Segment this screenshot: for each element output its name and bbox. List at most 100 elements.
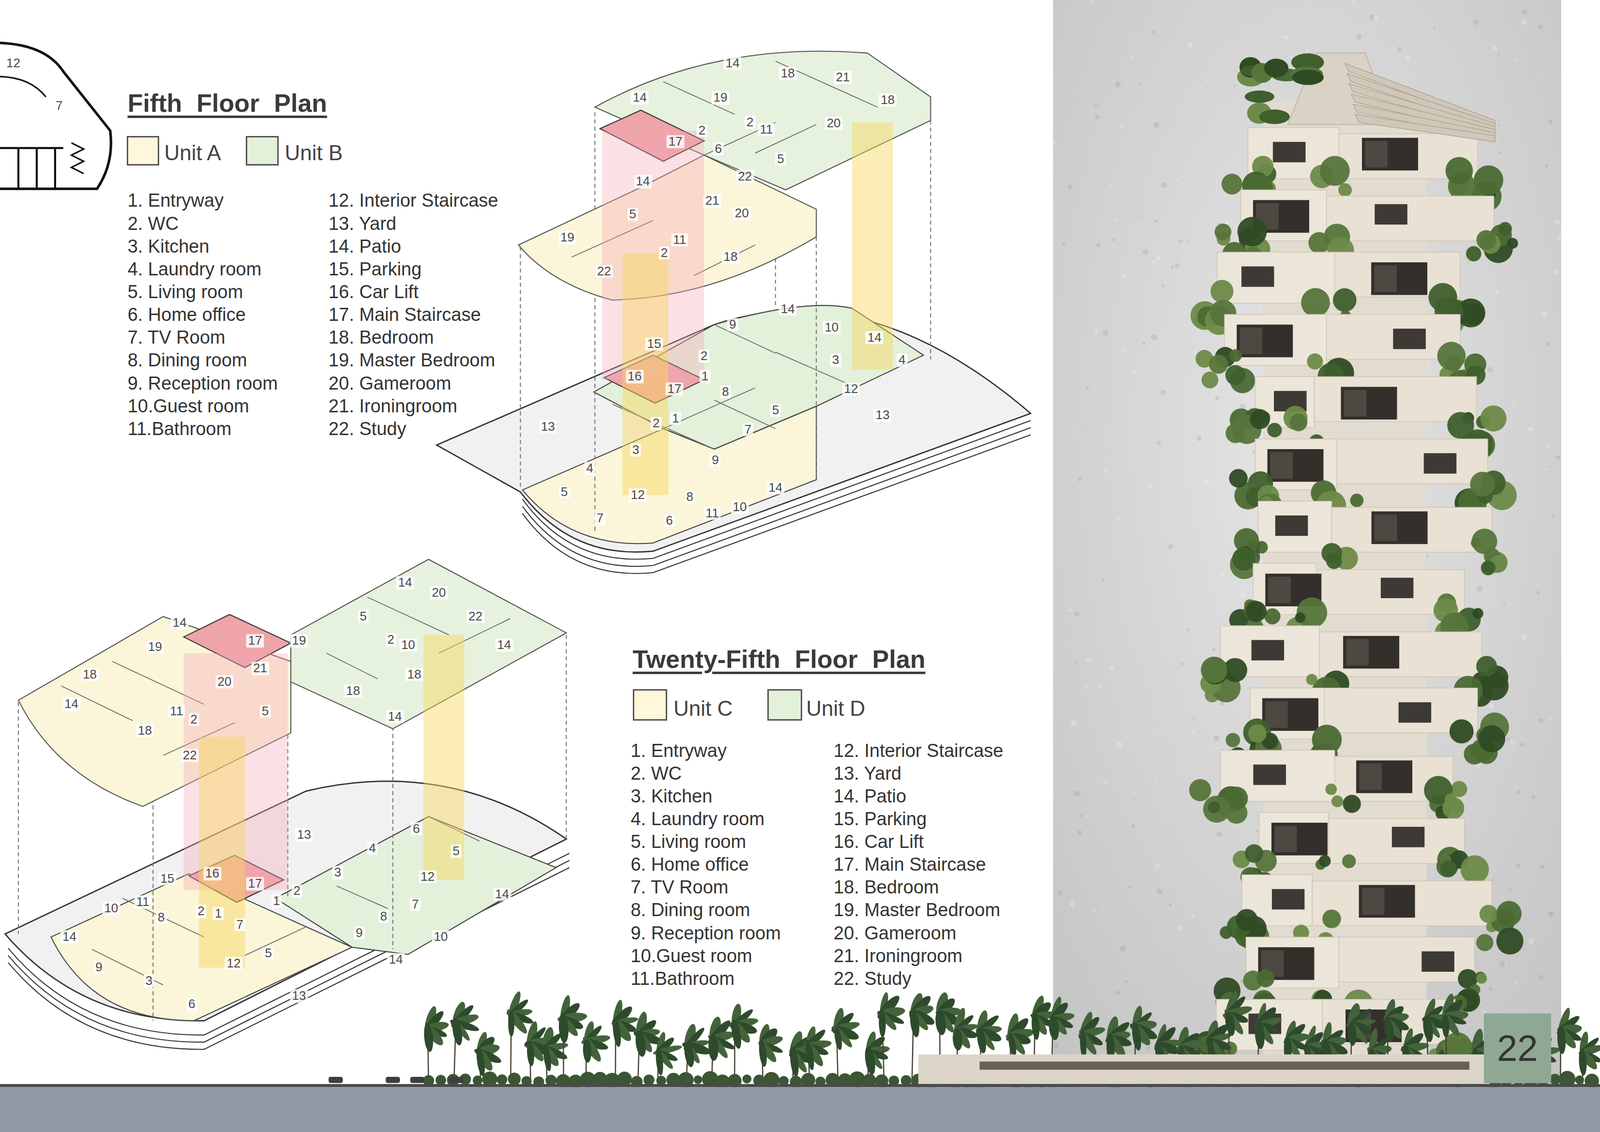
vertical-core bbox=[852, 122, 893, 370]
room-number: 8 bbox=[378, 909, 389, 923]
texture-speck bbox=[1463, 256, 1468, 261]
plant-foliage bbox=[1214, 223, 1232, 241]
texture-speck bbox=[1548, 119, 1554, 124]
tower-window bbox=[1359, 884, 1416, 918]
texture-speck bbox=[1214, 396, 1219, 401]
texture-speck bbox=[1051, 790, 1055, 794]
tower-window bbox=[1272, 141, 1306, 163]
plant-foliage bbox=[1338, 183, 1352, 197]
tower-window bbox=[1374, 204, 1407, 225]
texture-speck bbox=[1156, 440, 1162, 446]
texture-speck bbox=[1092, 116, 1095, 118]
texture-speck bbox=[1473, 19, 1480, 26]
palm-frond bbox=[863, 1045, 877, 1076]
palm-frond bbox=[1556, 1025, 1567, 1054]
plant-foliage bbox=[1498, 222, 1512, 236]
palm-frond bbox=[580, 1034, 604, 1064]
room-number: 21 bbox=[703, 194, 722, 208]
texture-speck bbox=[1111, 460, 1113, 462]
texture-speck bbox=[1257, 305, 1261, 309]
room-number: 22 bbox=[735, 169, 754, 183]
palm-frond bbox=[654, 1046, 665, 1076]
texture-speck bbox=[1544, 467, 1548, 471]
room-number: 5 bbox=[770, 403, 781, 417]
room-number: 9 bbox=[93, 960, 105, 974]
parking-stalls bbox=[0, 148, 64, 189]
plant-foliage bbox=[1476, 972, 1487, 984]
room-number: 16 bbox=[625, 370, 644, 384]
room-number: 14 bbox=[766, 480, 785, 494]
texture-speck bbox=[1551, 217, 1554, 221]
legend-swatch bbox=[767, 688, 803, 721]
texture-speck bbox=[1528, 747, 1531, 749]
car bbox=[328, 1076, 344, 1083]
palm-frond bbox=[804, 1039, 816, 1071]
texture-speck bbox=[1493, 573, 1496, 576]
room-number: 17 bbox=[246, 634, 265, 648]
texture-speck bbox=[1191, 729, 1195, 733]
plant-foliage bbox=[1444, 792, 1457, 806]
legend-label: Unit B bbox=[284, 140, 343, 166]
texture-speck bbox=[1463, 762, 1466, 765]
page-number: 22 bbox=[1496, 1027, 1539, 1069]
texture-speck bbox=[1178, 239, 1183, 244]
texture-speck bbox=[1521, 634, 1527, 640]
plant-foliage bbox=[1267, 422, 1282, 438]
texture-speck bbox=[1549, 912, 1552, 915]
texture-speck bbox=[1555, 454, 1561, 460]
room-number: 20 bbox=[429, 586, 448, 600]
room-number: 7 bbox=[409, 897, 421, 911]
room-number: 9 bbox=[727, 317, 738, 331]
room-number: 14 bbox=[396, 576, 415, 590]
room-number: 12 bbox=[4, 56, 23, 70]
tower-window-glass bbox=[1374, 265, 1397, 292]
texture-speck bbox=[1121, 273, 1127, 279]
plant-foliage bbox=[1479, 904, 1498, 923]
texture-speck bbox=[1165, 16, 1167, 18]
texture-speck bbox=[1094, 103, 1098, 107]
texture-speck bbox=[1124, 979, 1128, 983]
vertical-core bbox=[423, 634, 464, 880]
texture-speck bbox=[1080, 424, 1083, 426]
texture-speck bbox=[1502, 603, 1505, 606]
room-number: 7 bbox=[594, 511, 606, 525]
tower-window-glass bbox=[1270, 451, 1293, 479]
room-number: 9 bbox=[709, 453, 721, 467]
texture-speck bbox=[1528, 937, 1535, 944]
plant-foliage bbox=[1476, 655, 1497, 677]
room-number: 12 bbox=[418, 869, 437, 883]
plant-foliage bbox=[1289, 413, 1308, 432]
texture-speck bbox=[1116, 515, 1121, 520]
plant-foliage bbox=[1201, 371, 1219, 389]
room-number: 18 bbox=[778, 66, 797, 80]
shrub bbox=[643, 1074, 655, 1086]
texture-speck bbox=[1497, 123, 1500, 127]
plant-foliage bbox=[1209, 354, 1228, 374]
plant-foliage bbox=[1256, 969, 1275, 987]
roof-plant bbox=[1264, 58, 1289, 78]
legend-list-item: 7. TV Room bbox=[630, 876, 729, 899]
palm-frond bbox=[450, 1016, 464, 1047]
tower-window-glass bbox=[1359, 763, 1382, 791]
texture-speck bbox=[1200, 715, 1202, 717]
texture-speck bbox=[1102, 779, 1108, 785]
room-number: 19 bbox=[146, 640, 165, 654]
legend-label: Unit D bbox=[806, 695, 866, 721]
plant-foliage bbox=[1264, 608, 1281, 625]
tower-window bbox=[1371, 511, 1428, 544]
texture-speck bbox=[1123, 347, 1127, 352]
tower-window bbox=[1275, 515, 1308, 536]
legend-list-item: 16. Car Lift bbox=[833, 831, 924, 854]
texture-speck bbox=[1192, 717, 1195, 720]
texture-speck bbox=[1077, 477, 1082, 481]
texture-speck bbox=[1151, 334, 1158, 341]
tower-window bbox=[1392, 328, 1426, 349]
shrub bbox=[508, 1072, 521, 1085]
palm-frond bbox=[541, 1043, 554, 1072]
texture-speck bbox=[1191, 913, 1196, 918]
tower-window bbox=[1380, 577, 1414, 599]
tower-window-glass bbox=[1345, 638, 1369, 666]
plant-foliage bbox=[1221, 173, 1243, 195]
room-number: 22 bbox=[466, 609, 485, 623]
room-number: 10 bbox=[731, 500, 749, 514]
